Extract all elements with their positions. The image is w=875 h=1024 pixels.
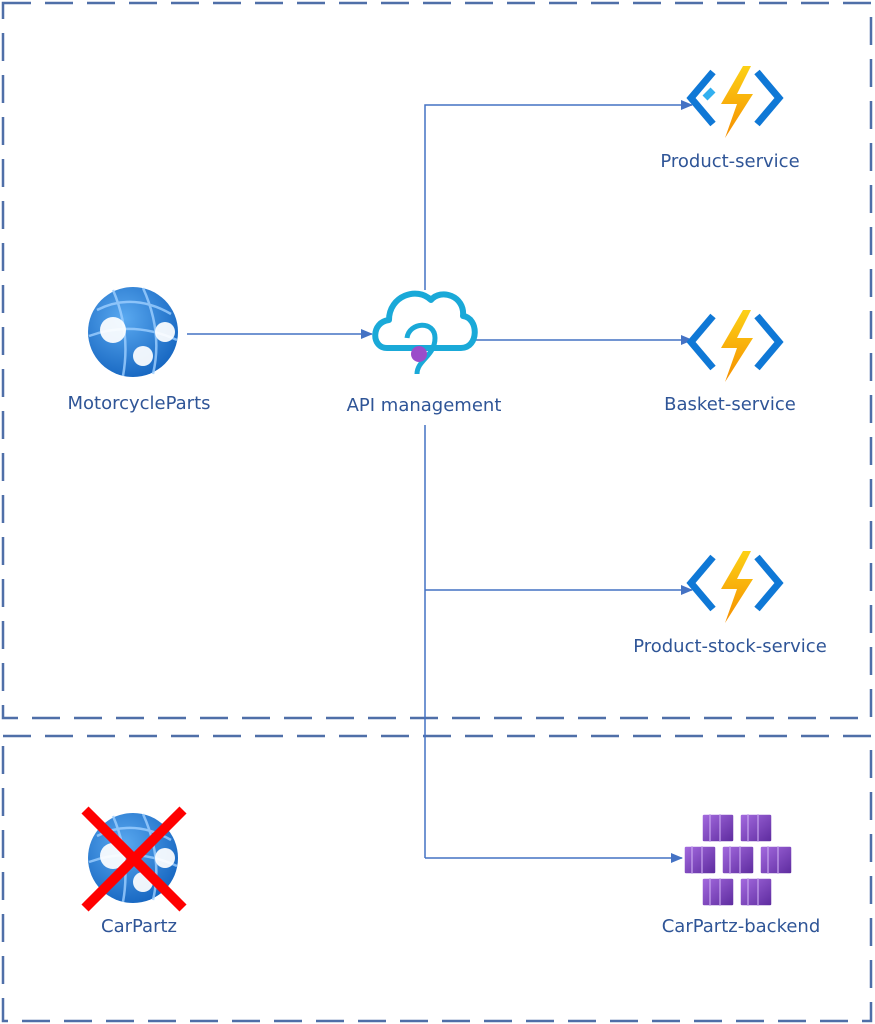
removed-cross-icon: [81, 806, 187, 912]
motorcycleparts-label: MotorcycleParts: [67, 393, 211, 414]
connector-apim-to-product: [424, 100, 693, 290]
product-service-label: Product-service: [660, 151, 800, 172]
product-stock-service-label: Product-stock-service: [633, 636, 827, 657]
function-app-icon: [686, 310, 784, 382]
function-app-icon: [686, 66, 784, 138]
basket-service-label: Basket-service: [664, 394, 796, 415]
container-instances-icon: [683, 813, 793, 907]
function-app-icon: [686, 551, 784, 623]
api-management-icon: [372, 290, 478, 375]
api-management-label: API management: [346, 395, 502, 416]
carpartz-backend-label: CarPartz-backend: [661, 916, 821, 937]
web-app-icon: [88, 287, 178, 377]
bottom-boundary: [1, 734, 873, 1023]
top-boundary: [1, 1, 873, 720]
carpartz-label: CarPartz: [101, 916, 177, 937]
connectors: [187, 100, 693, 863]
